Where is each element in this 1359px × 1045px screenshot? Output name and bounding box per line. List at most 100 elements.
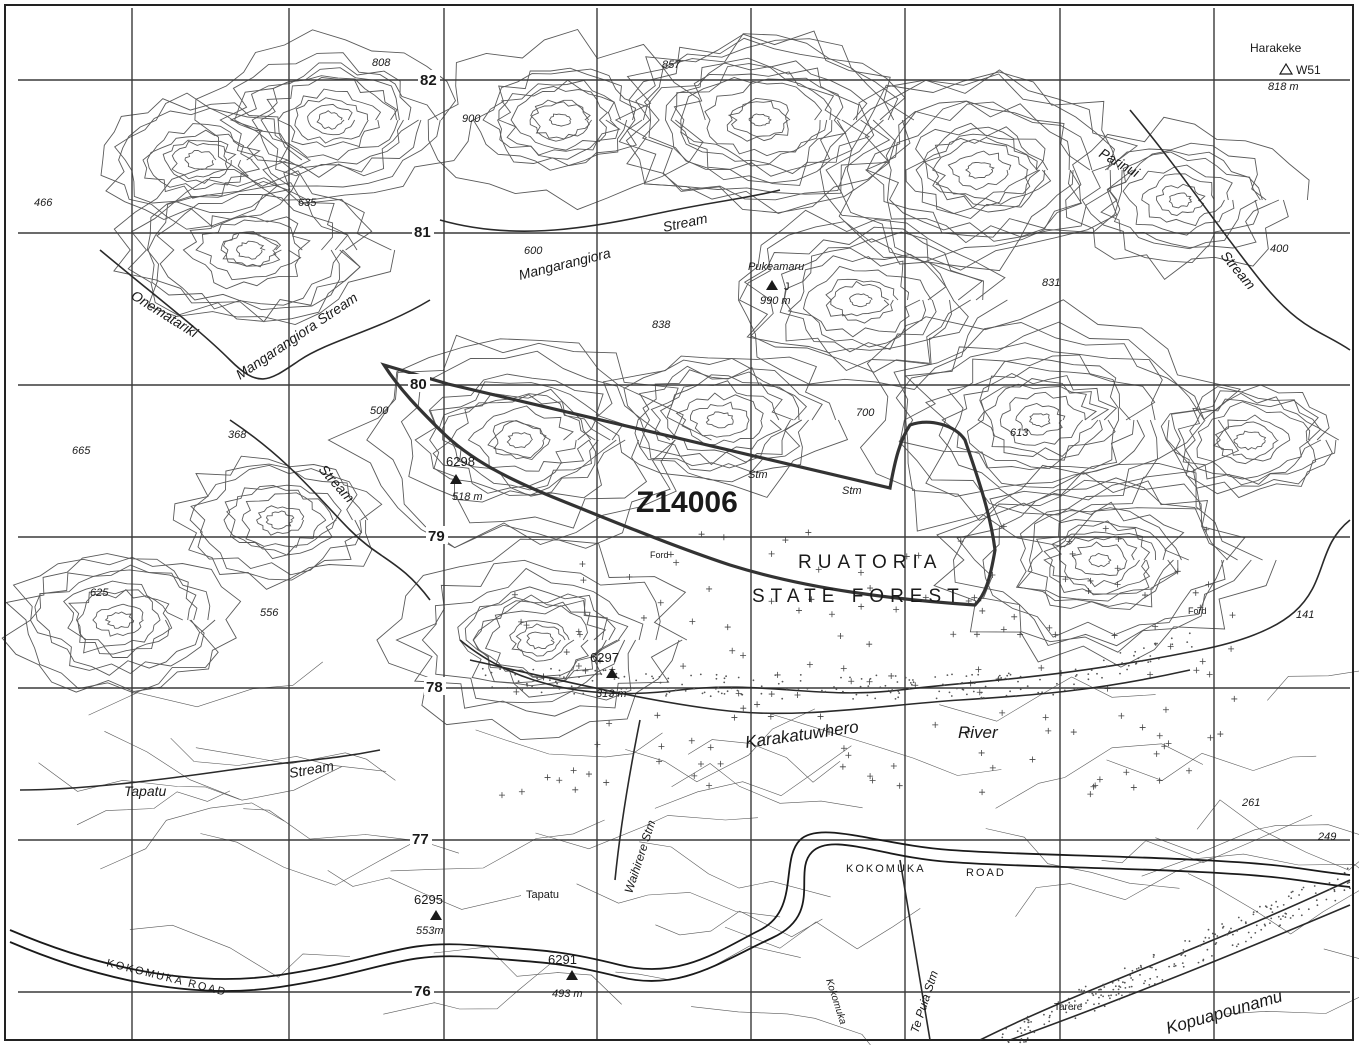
contour-line [241, 492, 327, 548]
stipple-dot [1063, 689, 1066, 692]
forest-name-line1: RUATORIA [798, 552, 942, 573]
forest-tick [1114, 581, 1121, 588]
stipple-dot [1260, 928, 1263, 931]
forest-tick [806, 661, 813, 668]
stipple-dot [668, 691, 671, 694]
contour-line [429, 381, 617, 496]
stipple-dot [1005, 1027, 1007, 1030]
terrain-line [625, 708, 816, 783]
stipple-dot [961, 681, 963, 684]
forest-tick [585, 771, 592, 778]
stipple-dot [1236, 928, 1239, 931]
stipple-dot [948, 691, 951, 694]
forest-tick [867, 585, 874, 592]
stipple-dot [1271, 911, 1274, 913]
forest-tick [1096, 776, 1103, 783]
terrain-line [687, 739, 841, 783]
stipple-dot [725, 675, 727, 678]
stipple-dot [554, 680, 557, 683]
forest-tick [794, 692, 801, 699]
grid-label-82: 82 [420, 72, 437, 89]
contour-line [748, 113, 772, 127]
stipple-dot [887, 689, 890, 692]
stipple-dot [1099, 988, 1102, 991]
stipple-dot [1065, 1011, 1068, 1014]
forest-tick [731, 714, 738, 721]
stipple-dot [1202, 940, 1205, 943]
stipple-dot [665, 695, 667, 697]
contour-line [307, 103, 356, 136]
stipple-dot [1117, 992, 1120, 995]
forest-tick [1197, 604, 1204, 611]
forest-tick [888, 672, 895, 679]
stipple-dot [1095, 993, 1097, 995]
terrain-line [766, 712, 1002, 776]
kopuapounamu-river-bank [1009, 904, 1351, 1041]
stipple-dot [1128, 991, 1131, 994]
forest-tick [978, 749, 985, 756]
stipple-dot [1141, 660, 1143, 663]
stipple-dot [891, 689, 894, 691]
stipple-dot [1130, 985, 1133, 988]
contour-line [690, 401, 750, 438]
stipple-dot [620, 688, 623, 690]
contour-line [825, 278, 899, 324]
forest-tick [1087, 791, 1094, 798]
trig-icon-6295 [430, 910, 442, 920]
stipple-dot [1237, 943, 1240, 945]
forest-tick [1206, 671, 1213, 678]
stipple-dot [1151, 966, 1153, 969]
kokomuka-road-line [9, 831, 1351, 980]
stipple-dot [824, 690, 827, 693]
stipple-dot [491, 686, 494, 689]
stipple-dot [1029, 1029, 1032, 1032]
contour-line [529, 99, 592, 142]
contour-line [182, 215, 311, 290]
stipple-dot [1182, 965, 1185, 968]
terrain-line [100, 802, 285, 870]
stipple-dot [806, 687, 809, 690]
southwest-stream-line [229, 419, 431, 601]
spot-height: 857 [662, 59, 681, 71]
stipple-dot [1102, 983, 1105, 986]
forest-tick [932, 721, 939, 728]
contour-line [427, 28, 706, 211]
contour-line [865, 100, 1091, 238]
forest-tick [1000, 523, 1007, 530]
stipple-dot [1282, 915, 1284, 917]
stipple-dot [556, 682, 558, 685]
stipple-dot [1222, 925, 1225, 928]
tapatu-stream-line [19, 749, 381, 791]
forest-tick [1228, 645, 1235, 652]
stipple-dot [1137, 657, 1140, 660]
forest-tick [1114, 565, 1121, 572]
stipple-dot [867, 685, 870, 687]
forest-tick [706, 782, 713, 789]
forest-tick [1165, 740, 1172, 747]
stipple-dot [1276, 906, 1279, 908]
contour-line [256, 505, 305, 536]
stipple-dot [912, 679, 914, 681]
forest-tick [1161, 743, 1168, 750]
stipple-dot [1237, 916, 1240, 919]
stipple-dot [1103, 1005, 1106, 1008]
stipple-dot [1325, 898, 1328, 901]
forest-tick [817, 713, 824, 720]
stipple-dot [855, 693, 858, 696]
stipple-dot [1123, 981, 1126, 984]
forest-tick [866, 641, 873, 648]
stipple-dot [752, 679, 755, 682]
stipple-dot [1118, 998, 1121, 1001]
terrain-line [104, 731, 342, 801]
terrain-line [76, 790, 231, 826]
contour-line [956, 471, 1252, 653]
riverbed-stipple [481, 632, 1351, 1044]
terrain-line [576, 883, 781, 918]
contour-line [395, 559, 683, 717]
forest-tick [667, 551, 674, 558]
contour-line [1185, 392, 1322, 485]
stipple-dot [1212, 935, 1215, 938]
stipple-dot [1284, 916, 1287, 918]
stipple-dot [517, 680, 520, 683]
contour-line [673, 71, 847, 175]
